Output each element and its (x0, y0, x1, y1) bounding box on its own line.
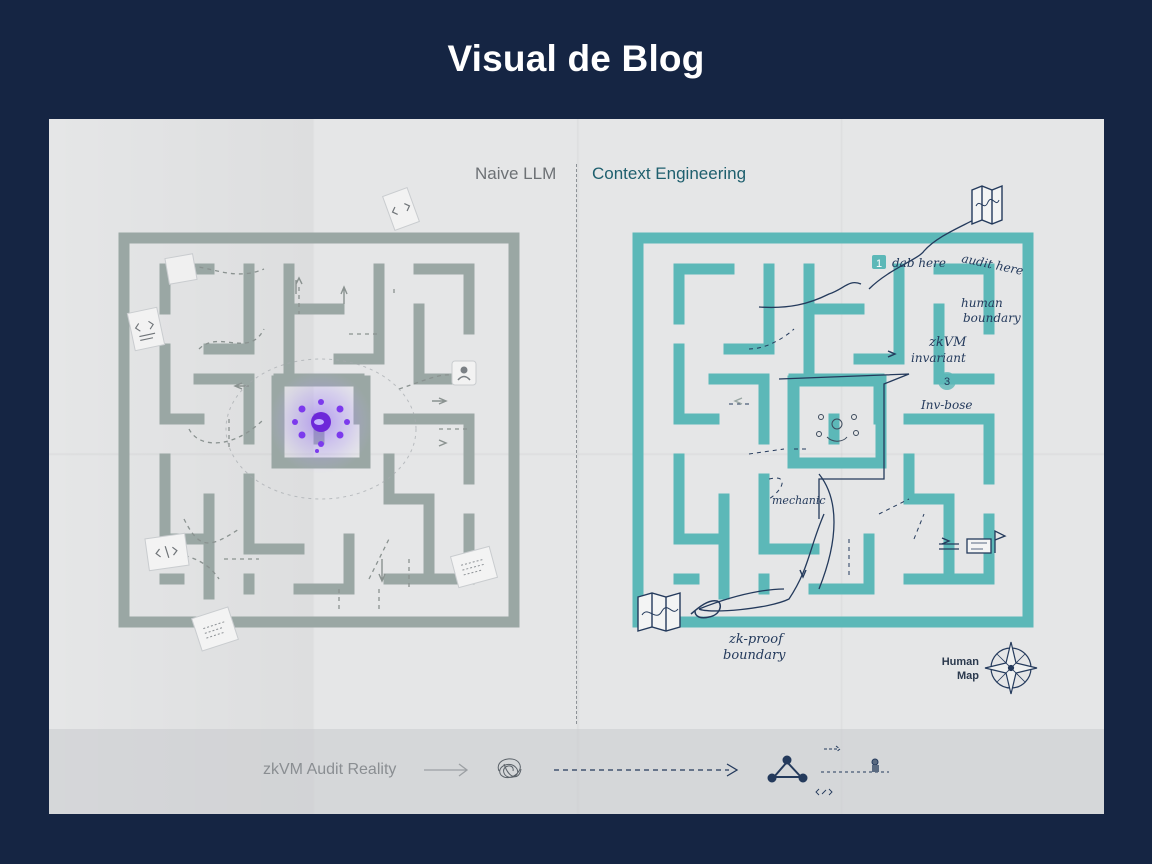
footer-arrow (424, 763, 469, 777)
code-note-icon (381, 186, 421, 232)
maze-illustration: 1 3 dab here audit here human boundary z… (118, 184, 1038, 796)
map-icon (637, 592, 681, 632)
context-engineering-label: Context Engineering (592, 164, 747, 183)
right-maze (632, 232, 1034, 628)
zkvm-invariant-note-2: invariant (911, 351, 966, 365)
footer-strip (49, 729, 1104, 814)
flag-icon (939, 529, 1007, 554)
person-icon (451, 360, 477, 386)
map-icon (971, 184, 1003, 226)
footer-label: zkVM Audit Reality (263, 761, 397, 778)
badge-3: 3 (938, 372, 956, 390)
scribble-icon (497, 758, 522, 779)
naive-llm-label: Naive LLM (475, 164, 557, 183)
invariant-note: Inv-bose (920, 398, 972, 412)
person-icon (815, 745, 889, 796)
chat-note-icon (191, 606, 239, 652)
zkvm-invariant-note-1: zkVM (928, 335, 967, 350)
footer-dashed-arrow (554, 763, 739, 777)
checkmark-icon (690, 599, 722, 619)
svg-text:3: 3 (944, 376, 950, 388)
network-icon (767, 755, 808, 783)
svg-text:1: 1 (876, 258, 882, 270)
code-note-icon (144, 532, 190, 572)
chat-note-icon (449, 545, 499, 589)
chat-note-icon (164, 253, 198, 285)
zk-proof-note-2: boundary (723, 648, 786, 663)
compass-icon (984, 641, 1038, 695)
mechanic-note: mechanic (772, 494, 826, 507)
panel-divider (576, 164, 577, 724)
human-map-label: Human Map (929, 655, 979, 683)
zk-proof-note-1: zk-proof (728, 632, 785, 647)
paper-poster: Naive LLM Context Engineering (49, 119, 1104, 814)
human-map-line-2: Map (957, 670, 979, 682)
page-title: Visual de Blog (447, 38, 705, 79)
llm-node-icon (269, 370, 373, 474)
badge-1: 1 (872, 255, 886, 270)
human-boundary-note-1: human (961, 296, 1003, 310)
code-note-icon (126, 306, 166, 352)
dab-here-note: dab here (892, 256, 946, 270)
human-map-line-1: Human (941, 656, 979, 668)
network-icon (816, 414, 859, 442)
human-boundary-note-2: boundary (963, 311, 1021, 325)
